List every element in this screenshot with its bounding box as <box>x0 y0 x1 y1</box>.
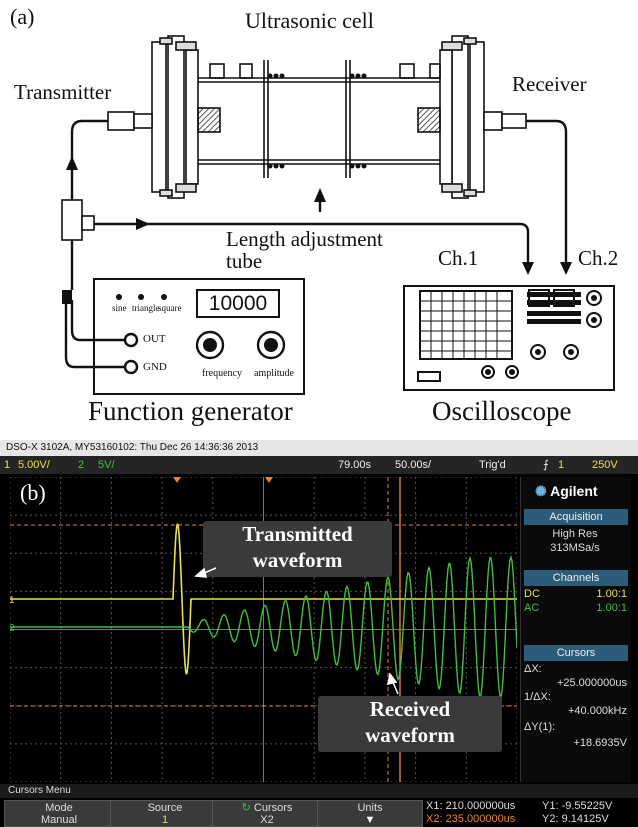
scope-status-bar: 1 5.00V/ 2 5V/ 79.00s 50.00s/ Trig'd ⨍ 1… <box>0 456 638 474</box>
delta-x-label: ΔX: <box>524 663 542 675</box>
transmitted-line1: Transmitted <box>242 522 353 546</box>
agilent-spark-icon: ✺ <box>535 483 547 499</box>
oscilloscope-controls <box>417 289 602 382</box>
y2-readout: Y2: 9.14125V <box>542 813 609 825</box>
delta-x-value: +25.000000us <box>556 677 627 689</box>
cursors-softkey-label: Cursors <box>253 802 293 814</box>
oscilloscope-label: Oscilloscope <box>432 396 572 426</box>
ch2-probe: 1.00:1 <box>596 602 627 614</box>
trigger-point-marker <box>173 477 181 483</box>
source-softkey-label: Source <box>147 802 183 814</box>
wave-square-label: square <box>158 303 182 313</box>
length-tube-label: Length adjustment tube <box>226 228 383 272</box>
ch2-scale[interactable]: 5V/ <box>98 459 115 471</box>
inverse-delta-x-value: +40.000kHz <box>567 705 627 717</box>
gnd-port-label: GND <box>143 361 167 373</box>
trigger-level[interactable]: 250V <box>592 459 618 471</box>
trigger-edge-icon: ⨍ <box>543 459 549 471</box>
acquisition-mode: High Res <box>552 528 598 540</box>
units-softkey[interactable]: Units ▼ <box>317 800 423 827</box>
inverse-delta-x-label: 1/ΔX: <box>524 691 551 703</box>
cursors-header[interactable]: Cursors <box>524 645 628 661</box>
cursors-menu-title: Cursors Menu <box>0 784 638 798</box>
wave-sine-label: sine <box>112 303 127 313</box>
mode-softkey-value: Manual <box>40 814 78 826</box>
mode-softkey-label: Mode <box>45 802 73 814</box>
receiver-label: Receiver <box>512 72 587 96</box>
ch2-coupling: AC <box>524 602 540 614</box>
delta-y-value: +18.6935V <box>573 737 627 749</box>
ch2-number: 2 <box>78 459 85 471</box>
ch2-received-trace <box>10 554 518 700</box>
scope-side-panel: ✺ Agilent Acquisition High Res 313MSa/s … <box>520 477 631 782</box>
delta-y-label: ΔY(1): <box>524 721 556 733</box>
wave-sine-button <box>116 294 122 300</box>
channels-header[interactable]: Channels <box>524 570 628 586</box>
submenu-arrow-icon: ▼ <box>364 814 376 826</box>
delay-marker <box>265 477 273 483</box>
ch1-transmitted-trace <box>10 523 517 675</box>
panel-a-label: (a) <box>10 4 35 29</box>
timebase-value[interactable]: 50.00s/ <box>395 459 432 471</box>
amplitude-knob-label: amplitude <box>254 368 294 379</box>
wave-square-button <box>161 294 167 300</box>
frequency-display: 10000 <box>196 289 280 318</box>
transmitted-line2: waveform <box>252 548 343 572</box>
trigger-status: Trig'd <box>479 459 506 471</box>
x2-readout: X2: 235.000000us <box>426 813 516 825</box>
wave-triangle-button <box>138 294 144 300</box>
brand-name: Agilent <box>550 483 598 499</box>
received-waveform-callout: Received waveform <box>318 696 502 752</box>
y1-readout: Y1: -9.55225V <box>542 800 613 812</box>
gnd-port-icon <box>123 359 139 375</box>
scope-header: DSO-X 3102A, MY53160102: Thu Dec 26 14:3… <box>0 440 638 456</box>
delay-value[interactable]: 79.00s <box>338 459 372 471</box>
sample-rate: 313MSa/s <box>550 542 600 554</box>
wave-triangle-label: triangle <box>132 303 160 313</box>
frequency-knob-label: frequency <box>202 368 242 379</box>
units-softkey-label: Units <box>357 802 383 814</box>
x1-readout: X1: 210.000000us <box>426 800 516 812</box>
source-softkey-value: 1 <box>161 814 169 826</box>
trigger-channel: 1 <box>558 459 565 471</box>
oscilloscope-screenshot: DSO-X 3102A, MY53160102: Thu Dec 26 14:3… <box>0 440 638 827</box>
cursors-softkey[interactable]: ↻ Cursors X2 <box>212 800 322 827</box>
setup-diagram: (a) Ultrasonic cell Transmitter Receiver… <box>10 4 619 426</box>
acquisition-header[interactable]: Acquisition <box>524 509 628 525</box>
out-port-label: OUT <box>143 333 166 345</box>
cursors-softkey-value: X2 <box>260 814 274 826</box>
ch1-ground-marker: 1 <box>10 595 15 606</box>
ch1-probe: 1.00:1 <box>596 588 627 600</box>
transmitter-label: Transmitter <box>14 80 112 104</box>
ultrasonic-cell-label: Ultrasonic cell <box>245 8 374 33</box>
source-softkey[interactable]: Source 1 <box>110 800 220 827</box>
out-port-icon <box>123 332 139 348</box>
function-generator-label: Function generator <box>88 396 293 426</box>
mode-softkey[interactable]: Mode Manual <box>4 800 114 827</box>
ch1-number: 1 <box>4 459 11 471</box>
panel-b-label: (b) <box>20 480 46 505</box>
ch1-coupling: DC <box>524 588 540 600</box>
ch1-scale[interactable]: 5.00V/ <box>18 459 50 471</box>
transmitted-waveform-callout: Transmitted waveform <box>203 521 392 577</box>
agilent-logo: ✺ Agilent <box>535 483 598 500</box>
ch2-label: Ch.2 <box>578 246 619 270</box>
ch2-ground-marker: 2 <box>10 623 15 634</box>
ch1-label: Ch.1 <box>438 246 479 270</box>
length-tube-line2: tube <box>226 249 263 273</box>
callout-arrows <box>194 567 399 695</box>
ultrasonic-cell-drawing <box>61 35 572 290</box>
received-line1: Received <box>369 697 451 721</box>
rotate-knob-icon: ↻ <box>241 802 254 814</box>
length-tube-line1: Length adjustment <box>226 227 383 251</box>
function-generator-controls <box>62 290 286 375</box>
received-line2: waveform <box>365 723 455 747</box>
